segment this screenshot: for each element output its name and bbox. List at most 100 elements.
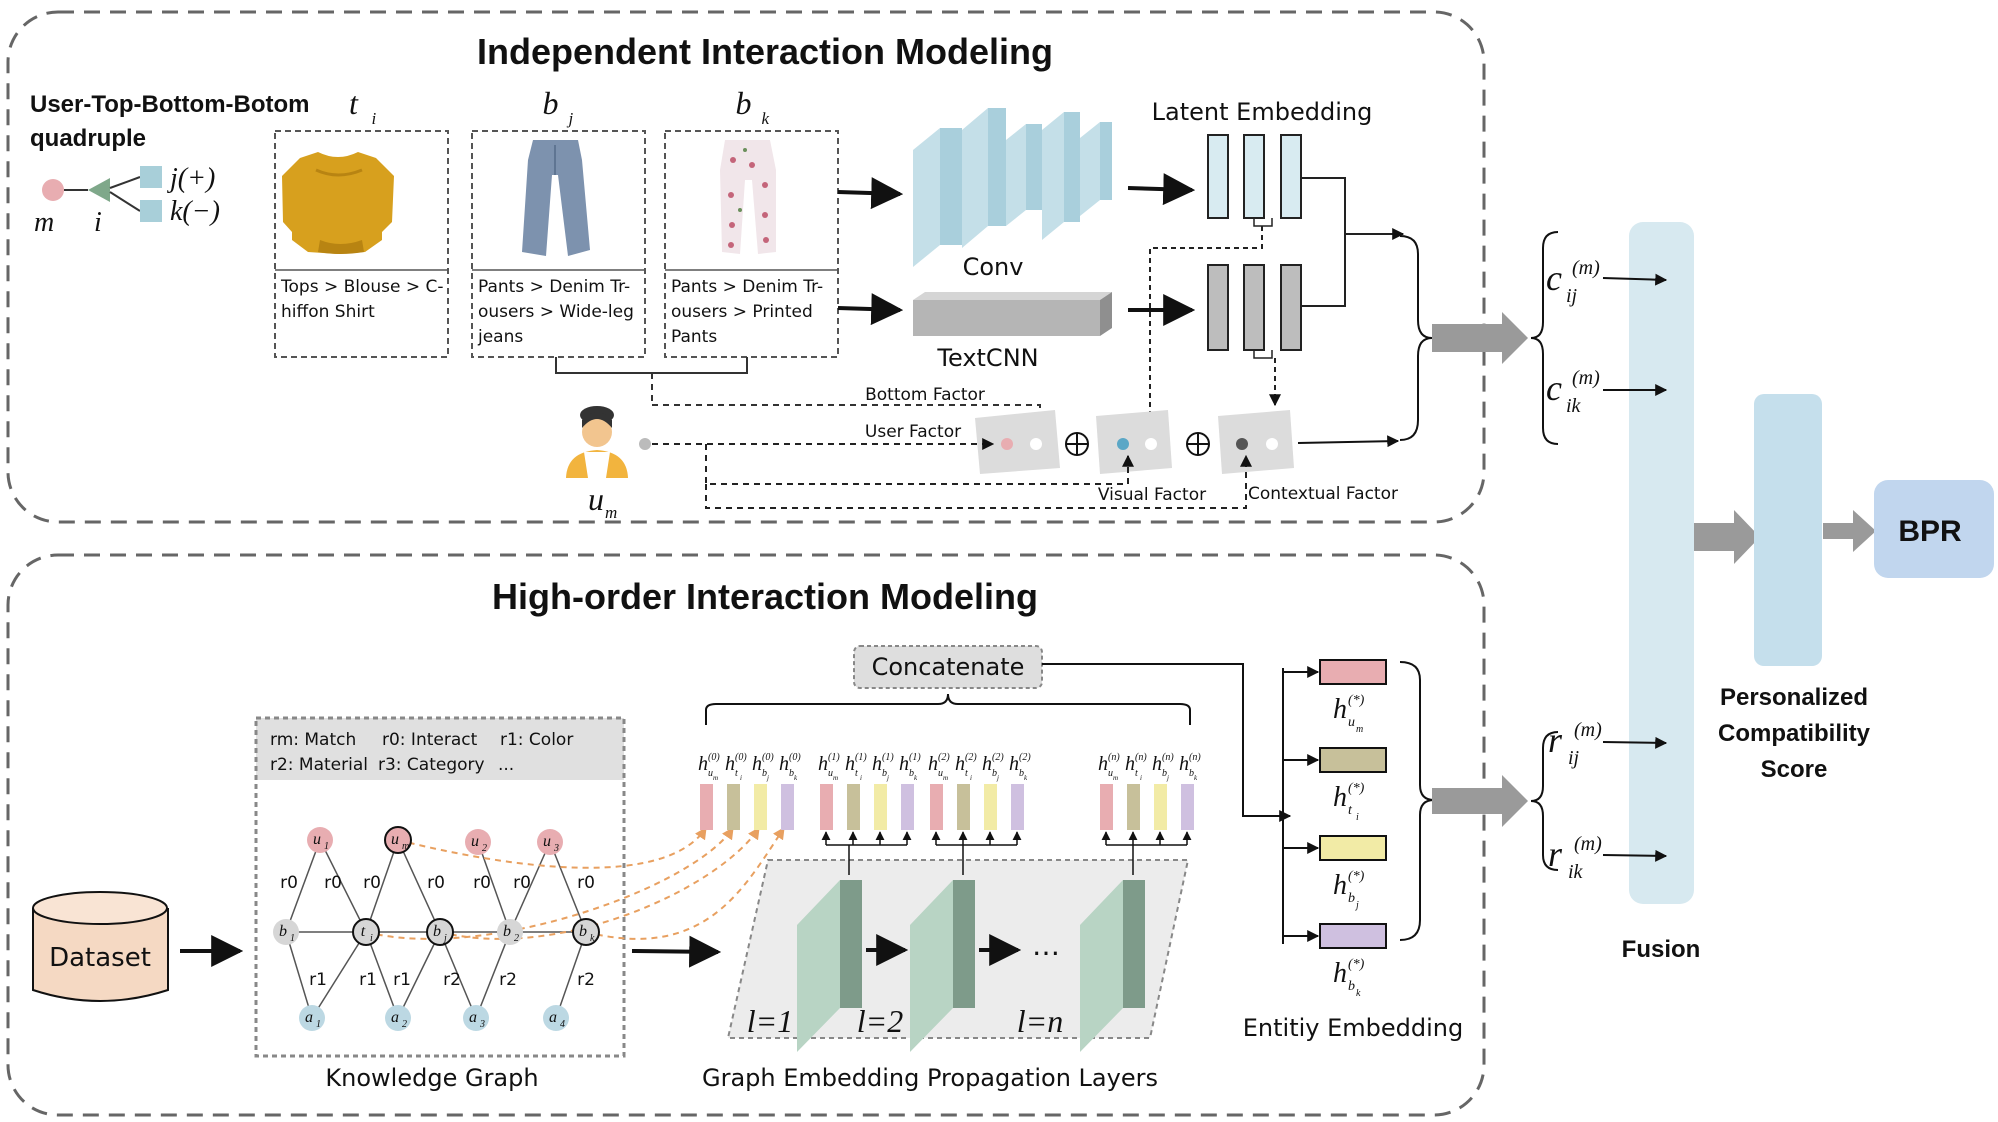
- propagation-caption: Graph Embedding Propagation Layers: [702, 1064, 1158, 1092]
- kg-edge: [397, 839, 441, 933]
- layers-ellipsis: …: [1032, 929, 1060, 962]
- kg-node-subscript: 3: [479, 1019, 485, 1030]
- kg-legend-item: ...: [498, 755, 514, 775]
- kg-edge: [475, 931, 511, 1019]
- entity-embedding-subsub: m: [1356, 724, 1363, 735]
- kg-node: [385, 1005, 411, 1031]
- item-box: [274, 130, 449, 358]
- layer-embedding-label: h: [725, 753, 735, 775]
- kg-node: [572, 918, 600, 946]
- layer-embedding-subsub: j: [1166, 774, 1169, 782]
- kg-node-subscript: 3: [553, 843, 559, 854]
- kg-edge: [311, 931, 367, 1019]
- kg-node-label: a: [305, 1009, 313, 1026]
- kg-node-subscript: 1: [324, 841, 329, 852]
- kg-node-subscript: i: [370, 933, 373, 944]
- kg-edge: [439, 931, 477, 1019]
- layer-embedding-label: h: [752, 753, 762, 775]
- layer-embedding-subsub: j: [886, 774, 889, 782]
- textcnn-network: [913, 292, 1112, 336]
- layer-embedding-sub: b: [1162, 768, 1167, 779]
- layer-embedding-sub: t: [965, 768, 968, 779]
- layer-embedding-sup: (0): [735, 752, 747, 763]
- layer-embedding-subsub: k: [1024, 774, 1028, 782]
- layer-embedding-label: h: [928, 753, 938, 775]
- kg-node-subscript: j: [442, 933, 447, 944]
- layer-embedding-sup: (2): [965, 752, 977, 763]
- item-symbol: b: [736, 85, 752, 121]
- bpr-label: BPR: [1898, 515, 1962, 548]
- kg-node-label: b: [279, 923, 287, 940]
- user-symbol: u: [588, 481, 604, 517]
- kg-legend-panel: [256, 718, 624, 780]
- entity-embedding-sub: t: [1348, 803, 1353, 818]
- layer-embedding-sup: (n): [1162, 752, 1174, 763]
- visual-factor-label: Visual Factor: [1098, 485, 1206, 505]
- output-c-ij: c: [1546, 258, 1562, 298]
- kg-legend-item: r2: Material: [270, 755, 368, 775]
- layer-embedding-sub: u: [828, 768, 833, 779]
- big-arrow: [1432, 775, 1528, 827]
- add-icon: [1065, 432, 1089, 456]
- layer-embedding-sub: u: [938, 768, 943, 779]
- entity-embedding-sub: u: [1348, 715, 1355, 730]
- kg-edge-label: r0: [427, 873, 445, 893]
- independent-title: Independent Interaction Modeling: [477, 31, 1053, 72]
- item-category-text: hiffon Shirt: [281, 302, 375, 322]
- kg-legend-item: r0: Interact: [382, 730, 478, 750]
- kg-edge-label: r2: [443, 970, 461, 990]
- output-r-ik: r: [1548, 834, 1563, 874]
- layer-embedding-sup: (n): [1108, 752, 1120, 763]
- high-order-section-box: [6, 553, 1486, 1117]
- quadruple-label-2: quadruple: [30, 125, 146, 152]
- kg-node: [537, 829, 563, 855]
- layer-embedding-bar: [930, 784, 943, 830]
- layer-embedding-subsub: i: [740, 774, 742, 782]
- kg-caption: Knowledge Graph: [325, 1064, 538, 1092]
- layer-embedding-label: h: [872, 753, 882, 775]
- layer-embedding-bar: [1181, 784, 1194, 830]
- kg-edge-label: r0: [363, 873, 381, 893]
- layer-embedding-label: h: [899, 753, 909, 775]
- kg-node-label: a: [469, 1009, 477, 1026]
- kg-node-label: b: [579, 923, 587, 940]
- kg-node-subscript: 1: [316, 1019, 321, 1030]
- layer-embedding-sup: (n): [1189, 752, 1201, 763]
- layer-embedding-sub: b: [882, 768, 887, 779]
- bpr-box: [1874, 480, 1994, 578]
- kg-edge-label: r1: [309, 970, 327, 990]
- layer-embedding-sup: (n): [1135, 752, 1147, 763]
- text-latent-embedding: [1207, 264, 1302, 351]
- kg-node: [273, 919, 299, 945]
- concatenate-box: [853, 645, 1043, 689]
- item-subscript: i: [372, 109, 377, 128]
- output-r-ij-sub: ij: [1568, 747, 1580, 769]
- kg-node-subscript: k: [590, 933, 595, 944]
- layer-embedding-bar: [1100, 784, 1113, 830]
- kg-node-subscript: m: [402, 841, 409, 852]
- item-subscript: j: [567, 109, 574, 128]
- kg-node: [352, 918, 380, 946]
- kg-embedding-link: [397, 827, 707, 869]
- propagation-layer: [1080, 880, 1145, 1052]
- item-box: [664, 130, 839, 358]
- score-bar: [1754, 394, 1822, 666]
- layer-embedding-label: h: [982, 753, 992, 775]
- layer-embedding-bar: [820, 784, 833, 830]
- layer-embedding-sub: b: [1189, 768, 1194, 779]
- layer-label: l=2: [857, 1003, 903, 1039]
- entity-embedding-label: h: [1333, 958, 1347, 989]
- layer-embedding-bar: [984, 784, 997, 830]
- layer-embedding-sub: b: [789, 768, 794, 779]
- propagation-layer: [797, 880, 862, 1052]
- kg-edge: [365, 839, 399, 933]
- entity-embedding-bar: [1319, 923, 1387, 949]
- layer-embedding-sup: (1): [909, 752, 921, 763]
- kg-node: [307, 827, 333, 853]
- layer-embedding-label: h: [955, 753, 965, 775]
- entity-embedding-subsub: j: [1354, 900, 1359, 911]
- item-category-text: ousers > Printed: [671, 302, 813, 322]
- kg-node: [384, 826, 412, 854]
- kg-edge: [555, 931, 587, 1019]
- latent-embedding-label: Latent Embedding: [1152, 98, 1373, 126]
